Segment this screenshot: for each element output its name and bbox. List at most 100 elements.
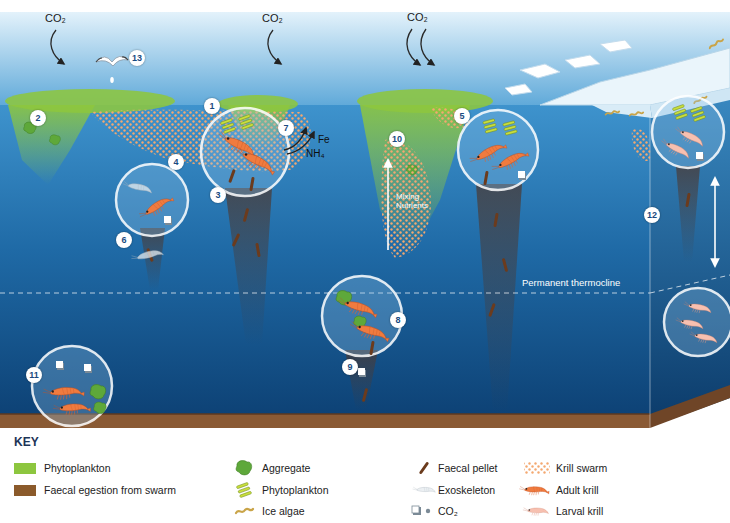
callout-number: 11 xyxy=(26,367,42,383)
callout-number: 3 xyxy=(210,187,226,203)
process-circle xyxy=(652,96,724,168)
ice-floe xyxy=(520,64,560,78)
co2-cube xyxy=(518,171,526,180)
process-circle xyxy=(652,96,724,168)
process-circle xyxy=(458,110,538,190)
ocean-front-face xyxy=(0,105,650,427)
krill-swarms xyxy=(90,108,650,258)
legend-text: Phytoplankton xyxy=(262,484,329,496)
process-circle xyxy=(116,164,188,236)
ice-edge xyxy=(592,105,652,118)
thermocline-line xyxy=(0,293,650,294)
seabed-side xyxy=(650,385,730,428)
faecal-pellet xyxy=(255,243,260,257)
migration-arrow xyxy=(714,178,716,266)
co2-label: CO₂ xyxy=(407,11,428,24)
legend-ice-algae-icon xyxy=(236,509,253,513)
legend-swarm-icon xyxy=(524,462,550,474)
faecal-plume xyxy=(676,166,700,262)
legend-larval-krill-icon xyxy=(523,508,549,516)
legend-exoskeleton-icon xyxy=(413,487,436,492)
seabird xyxy=(96,56,128,83)
larval-krill xyxy=(683,302,712,316)
legend-swatch xyxy=(14,485,36,496)
legend-co2-icon xyxy=(412,506,419,513)
process-circle xyxy=(32,346,112,426)
legend-co2-icon xyxy=(426,509,430,513)
faecal-pellet xyxy=(502,258,509,272)
ice-algae xyxy=(630,112,644,115)
phytoplankton xyxy=(220,118,235,133)
co2-cube xyxy=(358,368,366,377)
legend-text: Phytoplankton xyxy=(44,462,111,474)
process-circle xyxy=(116,164,188,236)
legend-text: Aggregate xyxy=(262,462,310,474)
phytoplankton xyxy=(672,104,687,119)
phytoplankton xyxy=(238,114,253,129)
faecal-pellet xyxy=(243,208,250,222)
adult-krill xyxy=(348,321,391,343)
legend-swatch xyxy=(14,463,36,474)
ocean-side-face xyxy=(650,88,730,427)
legend-text: CO₂ xyxy=(438,505,458,517)
phytoplankton-bloom xyxy=(8,105,95,185)
co2-cube xyxy=(84,364,92,373)
co2-cube xyxy=(164,216,172,225)
legend-text: Larval krill xyxy=(556,505,603,517)
ice-floe xyxy=(600,40,632,52)
adult-krill xyxy=(233,147,278,177)
legend-text: Adult krill xyxy=(556,484,599,496)
larval-krill xyxy=(689,332,718,346)
legend-text: Exoskeleton xyxy=(438,484,495,496)
process-circle xyxy=(664,288,730,356)
seabird-dropping xyxy=(110,77,114,83)
ice-algae xyxy=(709,39,725,48)
larval-krill xyxy=(658,138,691,160)
ice-floe xyxy=(505,84,532,95)
faecal-plume xyxy=(140,228,165,290)
legend-title: KEY xyxy=(14,436,39,450)
phytoplankton xyxy=(690,106,705,121)
callout-number: 8 xyxy=(390,312,406,328)
adult-krill xyxy=(53,402,91,416)
faecal-pellet xyxy=(362,388,369,402)
callout-number: 13 xyxy=(129,50,145,66)
callout-number: 1 xyxy=(204,98,220,114)
surface-phytoplankton xyxy=(357,89,493,113)
nutrient-label: Fe xyxy=(318,134,330,146)
callout-number: 2 xyxy=(30,110,46,126)
exoskeleton xyxy=(131,248,164,263)
legend-text: Krill swarm xyxy=(556,462,607,474)
legend-text: Ice algae xyxy=(262,505,305,517)
mixing-arrow xyxy=(387,160,389,250)
callout-number: 4 xyxy=(168,154,184,170)
faecal-plume xyxy=(476,184,522,412)
layer-label: Permanent thermocline xyxy=(522,278,620,289)
aggregate xyxy=(94,402,106,413)
co2-cube xyxy=(56,361,64,370)
phytoplankton xyxy=(483,119,498,134)
faecal-pellet xyxy=(232,233,241,247)
co2-label: CO₂ xyxy=(45,12,66,25)
faecal-pellet xyxy=(249,177,254,191)
process-circle xyxy=(201,108,289,196)
faecal-plumes xyxy=(140,166,700,412)
callout-number: 10 xyxy=(389,131,405,147)
ice-floe xyxy=(565,55,600,68)
faecal-pellet xyxy=(493,213,498,227)
larval-krill xyxy=(675,318,704,332)
exoskeleton xyxy=(122,181,153,193)
aggregate xyxy=(49,135,60,145)
co2-label: CO₂ xyxy=(262,12,283,25)
faecal-pellet xyxy=(483,171,488,185)
faecal-pellet xyxy=(228,169,236,183)
krill-swarm xyxy=(430,108,470,129)
process-circle xyxy=(201,108,289,196)
legend-pellet-icon xyxy=(419,461,429,474)
seabird xyxy=(96,56,128,66)
co2-arrow xyxy=(51,30,64,64)
surface-phytoplankton xyxy=(5,89,175,113)
adult-krill xyxy=(43,385,85,401)
process-circle xyxy=(458,110,538,190)
